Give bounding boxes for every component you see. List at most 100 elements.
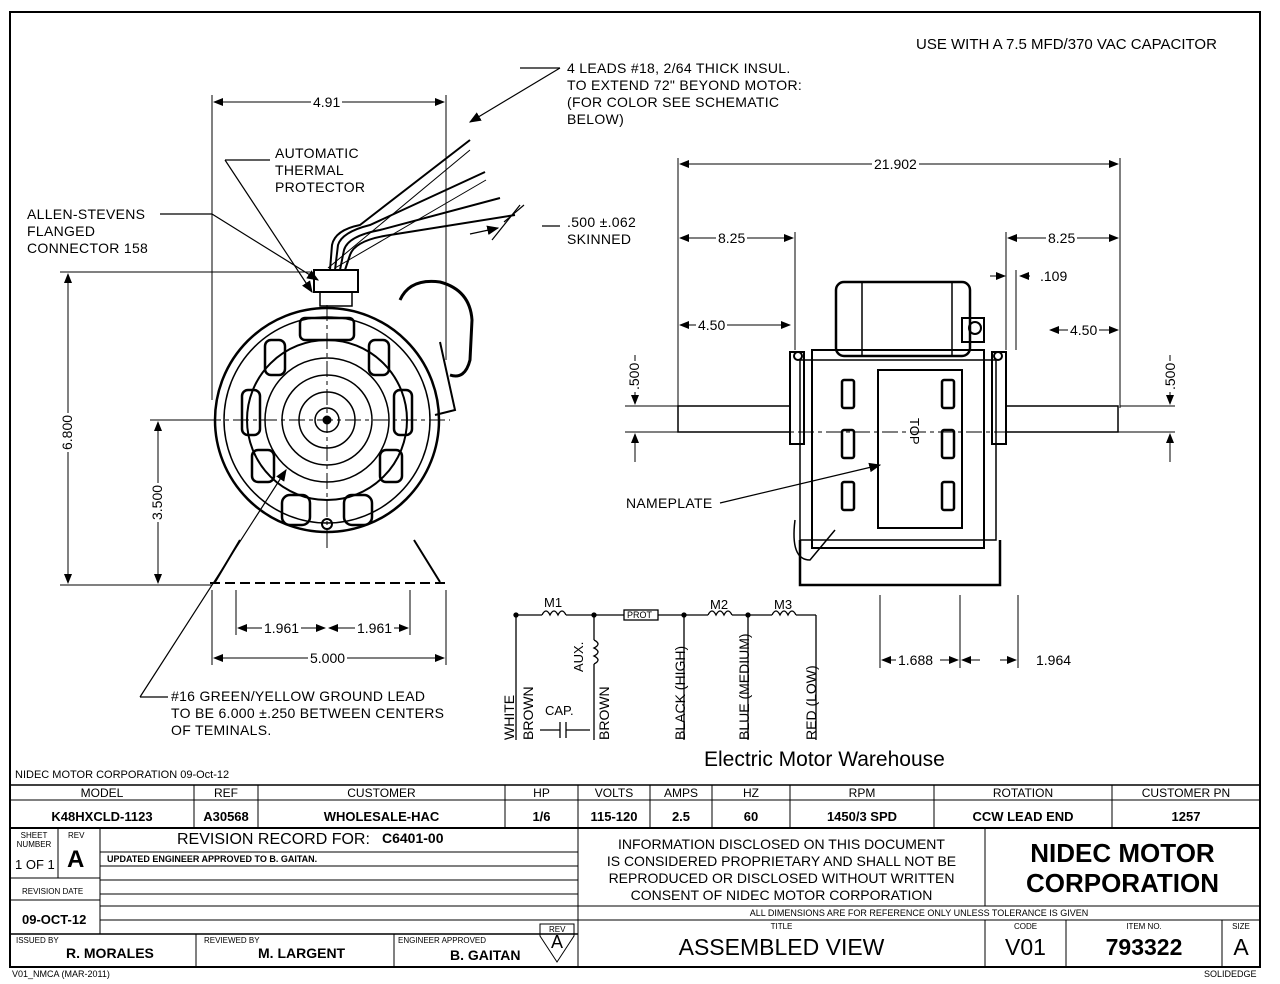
item-number: 793322 [1105, 934, 1183, 960]
header-ref: REF [214, 786, 238, 800]
engineer-label: ENGINEER APPROVED [398, 936, 487, 945]
header-model: MODEL [80, 786, 124, 800]
schematic-m1: M1 [544, 595, 563, 610]
wire-black-high: BLACK (HIGH) [672, 645, 688, 740]
sheet-number-value: 1 OF 1 [15, 857, 55, 872]
revision-date-label: REVISION DATE [22, 887, 84, 896]
company-name: NIDEC MOTOR CORPORATION [985, 838, 1260, 898]
rev-box-label: REV [549, 925, 566, 934]
company-name-line: NIDEC MOTOR [1030, 838, 1215, 868]
thermal-protector-note: AUTOMATIC THERMAL PROTECTOR [275, 145, 365, 196]
top-label: TOP [907, 418, 922, 445]
issued-by-label: ISSUED BY [16, 936, 59, 945]
value-customer: WHOLESALE-HAC [323, 809, 440, 824]
code-value: V01 [1005, 934, 1046, 960]
ground-lead-note: #16 GREEN/YELLOW GROUND LEAD TO BE 6.000… [171, 688, 444, 739]
dim-offset: .109 [1038, 268, 1070, 284]
dim-shaft-right: 8.25 [1046, 230, 1078, 246]
wiring-schematic [513, 609, 817, 740]
ground-note-line: TO BE 6.000 ±.250 BETWEEN CENTERS [171, 705, 445, 721]
wire-brown-aux: BROWN [596, 686, 612, 740]
value-hz: 60 [743, 809, 759, 824]
value-volts: 115-120 [590, 809, 638, 824]
ground-note-line: OF TEMINALS. [171, 722, 272, 738]
value-rpm: 1450/3 SPD [826, 809, 898, 824]
header-hp: HP [533, 786, 550, 800]
value-ref: A30568 [203, 809, 249, 824]
schematic-prot: PROT [627, 610, 653, 620]
brand-label: Electric Motor Warehouse [704, 748, 945, 771]
sheet-border [9, 11, 1261, 968]
leads-note-line: BELOW) [567, 111, 625, 127]
drawing-title: ASSEMBLED VIEW [678, 934, 885, 960]
size-label: SIZE [1232, 922, 1250, 931]
proprietary-line: CONSENT OF NIDEC MOTOR CORPORATION [630, 887, 933, 903]
header-rpm: RPM [848, 786, 876, 800]
size-value: A [1233, 934, 1249, 960]
thermal-note-line: PROTECTOR [275, 179, 366, 195]
connector-note-line: FLANGED [27, 223, 96, 239]
side-view [630, 280, 1160, 587]
reviewed-by-label: REVIEWED BY [204, 936, 260, 945]
motor-leads [327, 139, 516, 271]
reviewed-by: M. LARGENT [258, 945, 346, 961]
value-hp: 1/6 [532, 809, 551, 824]
dim-mount-right: 1.964 [1034, 652, 1074, 668]
skinned-note-line: SKINNED [567, 231, 632, 247]
connector-note: ALLEN-STEVENS FLANGED CONNECTOR 158 [27, 206, 148, 257]
value-rotation: CCW LEAD END [972, 809, 1074, 824]
rev-label: REV [68, 831, 85, 840]
schematic-m3: M3 [774, 597, 793, 612]
thermal-note-line: THERMAL [275, 162, 344, 178]
capacitor-note: USE WITH A 7.5 MFD/370 VAC CAPACITOR [916, 36, 1217, 53]
header-amps: AMPS [663, 786, 698, 800]
revision-line: UPDATED ENGINEER APPROVED TO B. GAITAN. [107, 854, 318, 864]
form-id: V01_NMCA (MAR-2011) [12, 969, 110, 979]
dim-mount-left: 1.688 [896, 652, 936, 668]
leads-note-line: TO EXTEND 72" BEYOND MOTOR: [567, 77, 803, 93]
leads-note-line: (FOR COLOR SEE SCHEMATIC [567, 94, 780, 110]
header-customer-pn: CUSTOMER PN [1141, 786, 1231, 800]
dim-overall-height: 6.800 [59, 412, 75, 452]
schematic-cap: CAP. [545, 703, 574, 718]
skinned-note-line: .500 ±.062 [567, 214, 637, 230]
side-dims [625, 158, 1175, 668]
schematic-m2: M2 [710, 597, 729, 612]
wire-blue-medium: BLUE (MEDIUM) [736, 633, 752, 740]
header-volts: VOLTS [594, 786, 634, 800]
connector-note-line: ALLEN-STEVENS [27, 206, 146, 222]
dim-flat-right: 4.50 [1068, 322, 1100, 338]
dim-shaft-dia-right: .500 [1162, 360, 1178, 392]
company-date: NIDEC MOTOR CORPORATION 09-Oct-12 [15, 769, 230, 781]
dim-shaft-left: 8.25 [716, 230, 748, 246]
schematic-aux: AUX. [571, 641, 586, 672]
dim-shaft-dia-left: .500 [626, 360, 642, 392]
item-label: ITEM NO. [1126, 922, 1162, 931]
wire-brown: BROWN [520, 686, 536, 740]
leads-note-line: 4 LEADS #18, 2/64 THICK INSUL. [567, 60, 791, 76]
front-dims [60, 95, 447, 665]
title-label: TITLE [770, 922, 793, 931]
ground-note-line: #16 GREEN/YELLOW GROUND LEAD [171, 688, 426, 704]
sheet-number-label: SHEET NUMBER [16, 831, 52, 849]
header-hz: HZ [743, 786, 759, 800]
header-customer: CUSTOMER [347, 786, 416, 800]
proprietary-line: IS CONSIDERED PROPRIETARY AND SHALL NOT … [606, 853, 957, 869]
revision-date: 09-OCT-12 [22, 912, 87, 927]
company-name-line: CORPORATION [1025, 868, 1220, 898]
connector-note-line: CONNECTOR 158 [27, 240, 149, 256]
proprietary-line: REPRODUCED OR DISCLOSED WITHOUT WRITTEN [608, 870, 955, 886]
nameplate-label: NAMEPLATE [626, 495, 713, 511]
rev-value: A [67, 846, 85, 873]
leader-lines [139, 67, 882, 698]
value-customer-pn: 1257 [1171, 809, 1201, 824]
proprietary-line: INFORMATION DISCLOSED ON THIS DOCUMENT [618, 836, 945, 852]
thermal-note-line: AUTOMATIC [275, 145, 359, 161]
revision-record-label: REVISION RECORD FOR: [177, 831, 370, 848]
leads-note: 4 LEADS #18, 2/64 THICK INSUL. TO EXTEND… [567, 60, 802, 128]
rev-box-value: A [551, 932, 564, 952]
value-amps: 2.5 [671, 809, 691, 824]
dim-overall-length: 21.902 [872, 156, 919, 172]
